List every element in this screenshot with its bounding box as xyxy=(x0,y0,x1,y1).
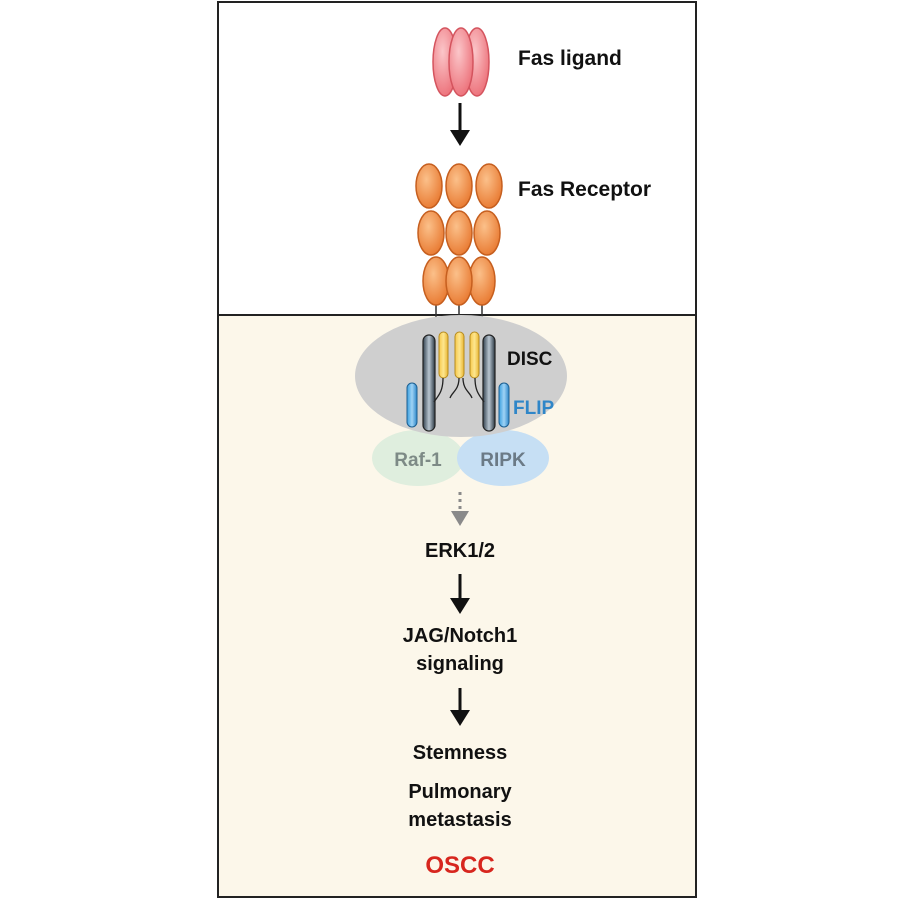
pulmonary-label-line1: Pulmonary xyxy=(408,781,512,803)
disc-label: DISC xyxy=(507,349,553,370)
disc-components xyxy=(406,331,510,432)
pulmonary-label-line2: metastasis xyxy=(408,809,511,831)
adaptor-bar-left xyxy=(422,334,436,432)
receptor-domain xyxy=(475,163,503,209)
jag-notch-label-line1: JAG/Notch1 xyxy=(403,625,517,647)
receptor-domain xyxy=(473,210,501,256)
ligand-subunit xyxy=(448,27,474,97)
fas-ligand-trimer xyxy=(432,27,490,97)
arrow-head xyxy=(450,710,470,726)
receptor-domain xyxy=(445,210,473,256)
oscc-label: OSCC xyxy=(425,852,494,879)
receptor-domain xyxy=(422,256,450,306)
fas-receptor-label: Fas Receptor xyxy=(518,178,651,201)
death-domain xyxy=(469,331,480,379)
fas-ligand-label: Fas ligand xyxy=(518,47,622,70)
receptor-domain xyxy=(468,256,496,306)
receptor-domain xyxy=(445,256,473,306)
raf1-label: Raf-1 xyxy=(394,450,442,471)
figure-frame xyxy=(217,1,697,898)
adaptor-bar-right xyxy=(482,334,496,432)
arrow-head xyxy=(450,130,470,146)
raf1-bubble xyxy=(372,430,464,486)
dotted-arrow-head xyxy=(451,511,469,526)
flip-label: FLIP xyxy=(513,398,554,419)
death-domain xyxy=(438,331,449,379)
jag-notch-label-line2: signaling xyxy=(416,653,504,675)
death-domain xyxy=(454,331,465,379)
flip-bar-right xyxy=(498,382,510,428)
erk-label: ERK1/2 xyxy=(425,540,495,562)
ripk-bubble xyxy=(457,430,549,486)
receptor-domain xyxy=(417,210,445,256)
fas-receptor xyxy=(415,163,503,340)
receptor-domain xyxy=(445,163,473,209)
flip-bar-left xyxy=(406,382,418,428)
arrow-head xyxy=(450,598,470,614)
ripk-label: RIPK xyxy=(480,450,526,471)
receptor-domain xyxy=(415,163,443,209)
stemness-label: Stemness xyxy=(413,742,508,764)
